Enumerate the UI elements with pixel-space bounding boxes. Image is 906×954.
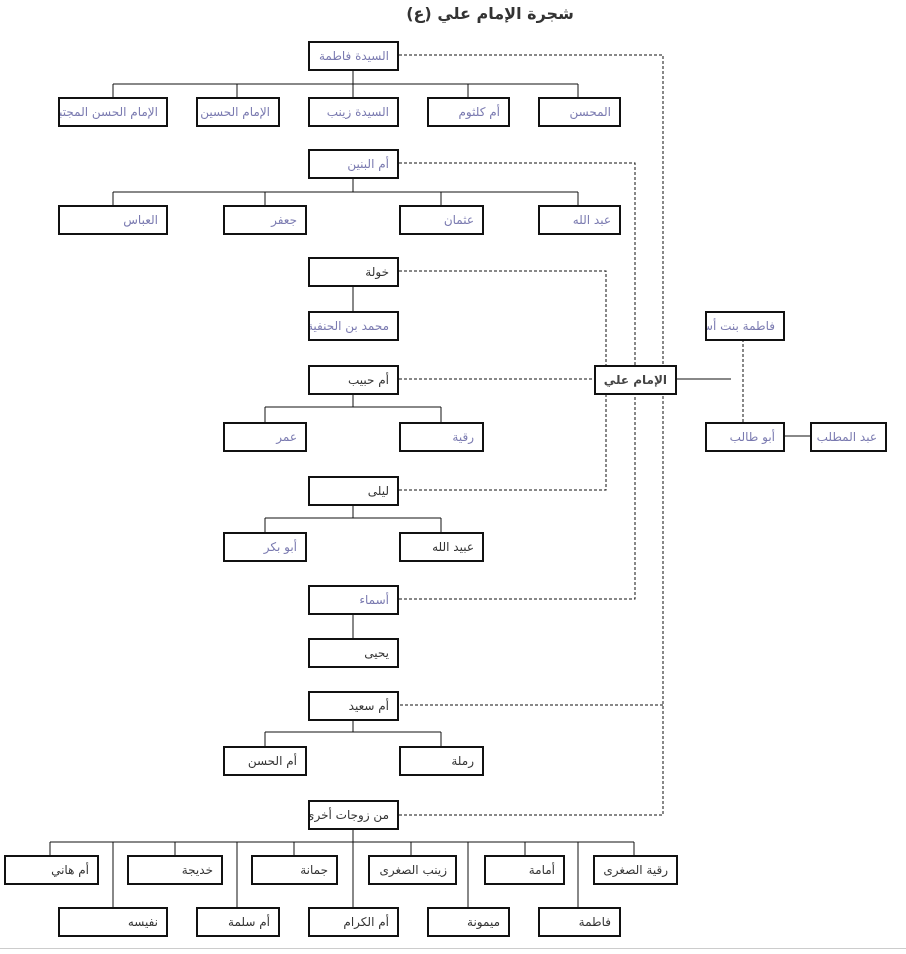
diagram-title: شجرة الإمام علي (ع) xyxy=(406,4,574,23)
node-abdullah[interactable]: عبد الله xyxy=(538,205,621,235)
node-other-wives[interactable]: من زوجات أخرى xyxy=(308,800,399,830)
node-fatima-asad[interactable]: فاطمة بنت أسد xyxy=(705,311,785,341)
node-asma[interactable]: أسماء xyxy=(308,585,399,615)
node-muhsin[interactable]: المحسن xyxy=(538,97,621,127)
node-imam-ali[interactable]: الإمام علي xyxy=(594,365,677,395)
node-abu-bakr[interactable]: أبو بكر xyxy=(223,532,307,562)
node-nafisa[interactable]: نفيسه xyxy=(58,907,168,937)
node-fatima-zahra[interactable]: السيدة فاطمة xyxy=(308,41,399,71)
node-ramla[interactable]: رملة xyxy=(399,746,484,776)
node-layla[interactable]: ليلى xyxy=(308,476,399,506)
node-uthman[interactable]: عثمان xyxy=(399,205,484,235)
node-yahya[interactable]: يحيى xyxy=(308,638,399,668)
node-umm-habib[interactable]: أم حبيب xyxy=(308,365,399,395)
node-umm-hani[interactable]: أم هاني xyxy=(4,855,99,885)
node-umm-alhasan[interactable]: أم الحسن xyxy=(223,746,307,776)
node-khadija[interactable]: خديجة xyxy=(127,855,223,885)
node-jumana[interactable]: جمانة xyxy=(251,855,338,885)
node-abu-talib[interactable]: أبو طالب xyxy=(705,422,785,452)
node-muhammad-hanafiyya[interactable]: محمد بن الحنفية xyxy=(308,311,399,341)
node-umama[interactable]: أمامة xyxy=(484,855,565,885)
node-zaynab-sughra[interactable]: زينب الصغرى xyxy=(368,855,457,885)
node-jafar[interactable]: جعفر xyxy=(223,205,307,235)
bottom-divider xyxy=(0,948,906,949)
node-umm-kulthum[interactable]: أم كلثوم xyxy=(427,97,510,127)
node-umm-salama[interactable]: أم سلمة xyxy=(196,907,280,937)
node-abbas[interactable]: العباس xyxy=(58,205,168,235)
node-zaynab[interactable]: السيدة زينب xyxy=(308,97,399,127)
node-khawla[interactable]: خولة xyxy=(308,257,399,287)
node-umm-albanin[interactable]: أم البنين xyxy=(308,149,399,179)
node-umar[interactable]: عمر xyxy=(223,422,307,452)
node-ruqayya-sughra[interactable]: رقية الصغرى xyxy=(593,855,678,885)
node-maymuna[interactable]: ميمونة xyxy=(427,907,510,937)
node-fatima[interactable]: فاطمة xyxy=(538,907,621,937)
node-hasan[interactable]: الإمام الحسن المجتبى xyxy=(58,97,168,127)
node-ubaydullah[interactable]: عبيد الله xyxy=(399,532,484,562)
node-ruqayya[interactable]: رقية xyxy=(399,422,484,452)
node-husayn[interactable]: الإمام الحسين xyxy=(196,97,280,127)
node-abd-almuttalib[interactable]: عبد المطلب xyxy=(810,422,887,452)
node-umm-alkiram[interactable]: أم الكرام xyxy=(308,907,399,937)
node-umm-said[interactable]: أم سعيد xyxy=(308,691,399,721)
